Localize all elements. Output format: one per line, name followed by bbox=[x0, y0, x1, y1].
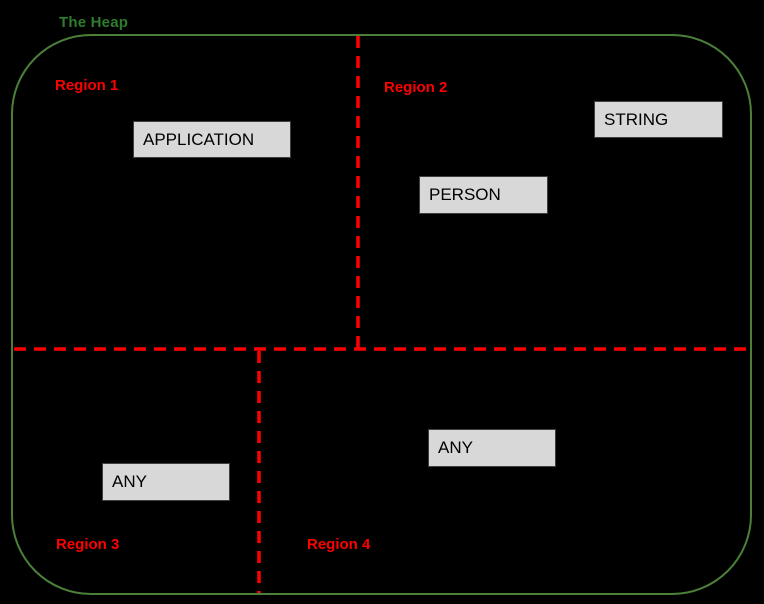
heap-boundary bbox=[11, 34, 752, 595]
region-3-label: Region 3 bbox=[56, 536, 120, 553]
node-any-region4: ANY bbox=[428, 429, 556, 467]
region-4-label: Region 4 bbox=[307, 536, 371, 553]
heap-title: The Heap bbox=[59, 14, 129, 31]
region-1-label: Region 1 bbox=[55, 77, 119, 94]
node-any-region3: ANY bbox=[102, 463, 230, 501]
node-person: PERSON bbox=[419, 176, 548, 214]
node-application: APPLICATION bbox=[133, 121, 291, 158]
node-string: STRING bbox=[594, 101, 723, 138]
region-2-label: Region 2 bbox=[384, 79, 448, 96]
